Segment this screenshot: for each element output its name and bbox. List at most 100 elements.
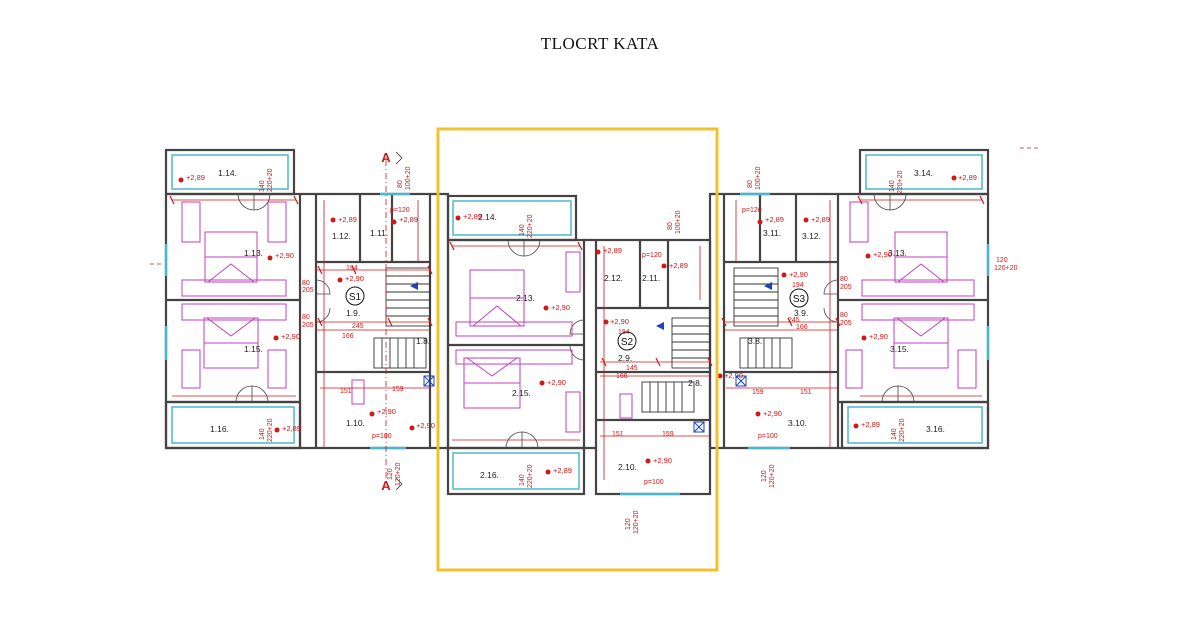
room-label: 2.14. [478,212,497,222]
dimension-label: 166 [796,324,808,331]
dimension-label: 151 [340,388,352,395]
dimension-label: 194 [346,265,358,272]
room-label: 1.12. [332,231,351,241]
room-label: 3.16. [926,424,945,434]
room-label: 1.15. [244,344,263,354]
dimension-label: 120+20 [633,510,640,534]
room-labels: 1.14. 1.13. 1.15. 1.16. 1.12. 1.11. 1.9.… [210,168,945,480]
dimension-label: 220+20 [527,464,534,488]
room-label: 1.9. [346,308,360,318]
dimension-label: 205 [302,287,314,294]
dimension-label: p=120 [390,207,410,214]
dimension-label: 151 [800,389,812,396]
dimension-label: 166 [342,333,354,340]
dimension-label: 151 [612,431,624,438]
svg-text:+2,89: +2,89 [669,261,688,270]
svg-text:+2,89: +2,89 [958,173,977,182]
room-label: 2.15. [512,388,531,398]
svg-text:S3: S3 [793,294,806,305]
svg-text:+2,89: +2,89 [338,215,357,224]
dimension-label: 100+20 [405,166,412,190]
dimension-label: 120 [387,468,394,480]
room-label: 3.15. [890,344,909,354]
level-marker: +2,90 [603,317,629,326]
svg-text:+2,90: +2,90 [653,456,672,465]
svg-text:+2,90: +2,90 [275,251,294,260]
svg-text:+2,90: +2,90 [763,409,782,418]
dimension-label: 120 [625,518,632,530]
svg-text:+2,89: +2,89 [186,173,205,182]
room-label: 3.12. [802,231,821,241]
walls-unit-2 [446,194,712,496]
stair-marker-s2: S2 [617,331,637,351]
dimension-label: 140 [519,474,526,486]
dimension-label: 80 [302,280,310,287]
level-marker: +2,90 [369,407,396,417]
room-label: 3.13. [888,248,907,258]
svg-text:+2,90: +2,90 [377,407,396,416]
svg-text:+2,89: +2,89 [603,246,622,255]
room-label: 1.16. [210,424,229,434]
room-label: 3.11. [763,228,781,238]
dimension-label: 120+20 [769,464,776,488]
room-label: 1.13. [244,248,263,258]
dimension-label: 245 [788,317,800,324]
room-label: 3.10. [788,418,807,428]
level-marker: +2,89 [661,261,688,270]
level-marker: +2,90 [861,332,888,341]
dimension-label: 220+20 [897,170,904,194]
level-marker: +2,89 [757,215,784,225]
dimension-label: p=120 [642,252,662,259]
dimension-label: 120+20 [994,265,1018,272]
room-label: 2.12. [604,273,623,283]
dimension-label: 194 [792,282,804,289]
svg-text:+2,89: +2,89 [463,212,482,221]
level-marker: +2,89 [274,424,301,433]
dimension-label: p=100 [758,433,778,440]
dimension-label: 120 [996,257,1008,264]
furniture [181,201,977,433]
svg-text:+2,90: +2,90 [873,250,892,259]
dimension-label: p=100 [644,479,664,486]
dimension-label: 220+20 [899,418,906,442]
svg-text:+2,90: +2,90 [281,332,300,341]
dimension-label: 159 [662,431,674,438]
service-shafts [423,375,747,433]
door-swings [235,193,915,449]
level-marker: +2,89 [951,173,977,182]
svg-text:S2: S2 [621,337,634,348]
dimension-label: 220+20 [527,214,534,238]
stair-arrows [410,282,772,330]
dimension-label: 140 [259,428,266,440]
svg-text:+2,90: +2,90 [724,371,743,380]
dimension-label: p=100 [372,433,392,440]
level-marker: +2,89 [455,212,482,221]
svg-text:+2,89: +2,89 [399,215,418,224]
dimension-label: 140 [259,180,266,192]
dimension-label: 100+20 [755,166,762,190]
level-marker: +2,90 [755,409,782,418]
room-label: 3.14. [914,168,933,178]
dimension-label: p=120 [742,207,762,214]
section-mark-a-bottom: A [381,477,403,493]
dimension-label: 145 [626,365,638,372]
svg-text:+2,90: +2,90 [869,332,888,341]
svg-text:+2,89: +2,89 [861,420,880,429]
room-label: 2.16. [480,470,499,480]
dimension-label: 245 [352,323,364,330]
room-label: 1.11. [370,228,388,238]
room-label: 2.9. [618,353,632,363]
level-marker: +2,90 [543,303,570,312]
room-label: 1.10. [346,418,365,428]
svg-text:+2,90: +2,90 [789,270,808,279]
room-label: 2.10. [618,462,637,472]
room-label: 3.9. [794,308,808,318]
level-marker: +2,89 [391,215,418,225]
level-marker: +2,90 [645,456,672,465]
room-label: 2.13. [516,293,535,303]
dimension-label: 80 [397,180,404,188]
staircases [373,267,793,413]
room-label: 2.11. [642,273,660,283]
level-marker: +2,89 [178,173,205,183]
